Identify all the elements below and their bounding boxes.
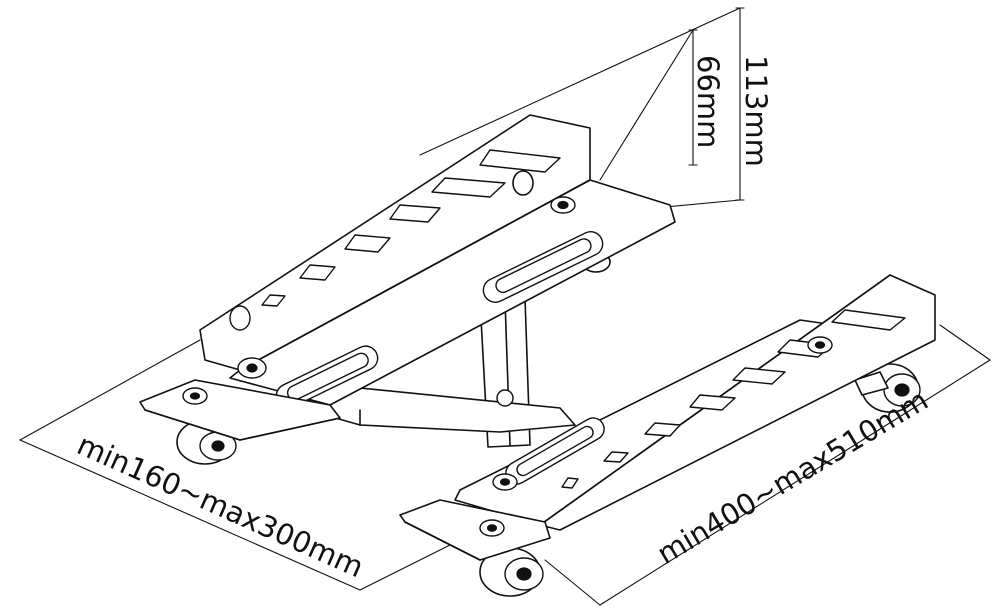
- dimension-height-total: 113mm: [739, 55, 773, 167]
- dimension-height-min: 66mm: [691, 55, 725, 148]
- caster-wheel-right-back: [854, 363, 921, 413]
- right-bracket: [399, 274, 936, 561]
- x-base-frame: [289, 297, 576, 448]
- dimension-lines: [19, 7, 991, 606]
- left-bracket: [139, 114, 676, 441]
